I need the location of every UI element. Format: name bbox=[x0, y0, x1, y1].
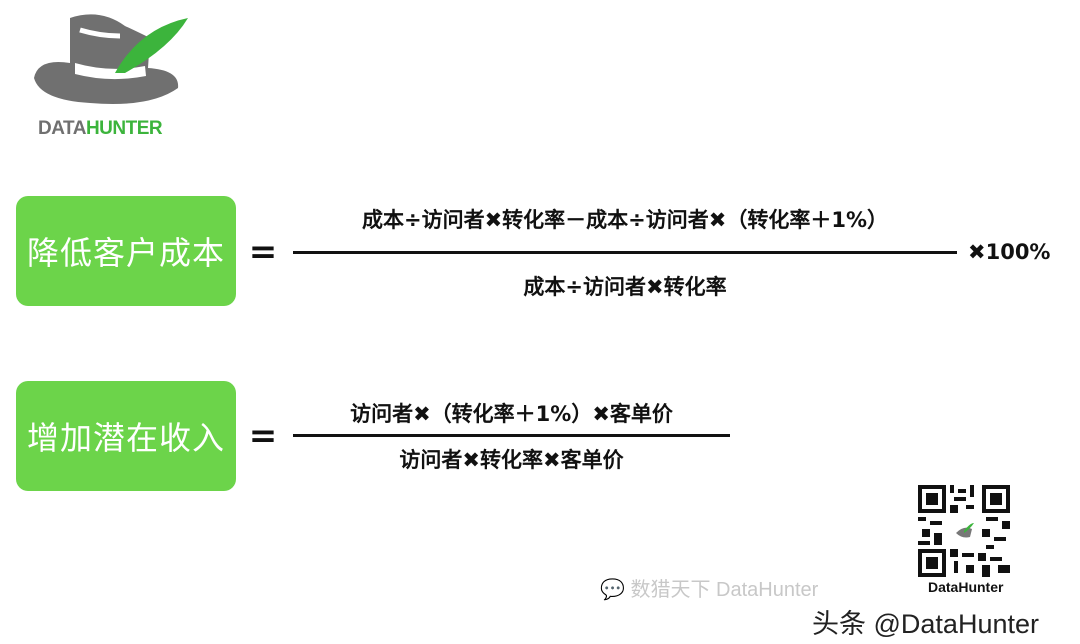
formula-2-label-box: 增加潜在收入 bbox=[16, 381, 236, 491]
formula-2-fraction-line bbox=[293, 434, 730, 437]
formula-1-fraction-line bbox=[293, 251, 957, 254]
formula-1-label-box: 降低客户成本 bbox=[16, 196, 236, 306]
wechat-watermark: 💬 数猎天下 DataHunter bbox=[600, 578, 818, 602]
logo-text-hunter: HUNTER bbox=[85, 118, 163, 139]
formula-2-numerator: 访问者✖（转化率＋1%）✖客单价 bbox=[350, 402, 673, 426]
wechat-icon: 💬 bbox=[600, 579, 625, 601]
formula-1-numerator: 成本÷访问者✖转化率－成本÷访问者✖（转化率＋1%） bbox=[361, 208, 889, 232]
formula-2-denominator: 访问者✖转化率✖客单价 bbox=[399, 448, 624, 472]
formula-2-equals: = bbox=[248, 416, 278, 456]
formula-1-denominator: 成本÷访问者✖转化率 bbox=[523, 275, 727, 299]
formula-1-suffix: ✖100% bbox=[968, 240, 1051, 264]
qr-caption: DataHunter bbox=[928, 579, 1004, 595]
hat-feather-icon bbox=[34, 14, 188, 104]
toutiao-watermark: 头条 @DataHunter bbox=[812, 609, 1039, 639]
wechat-watermark-text: 数猎天下 DataHunter bbox=[630, 579, 819, 601]
logo-text-data: DATA bbox=[38, 118, 86, 139]
qr-code-icon bbox=[918, 485, 1010, 577]
formula-1-equals: = bbox=[248, 232, 278, 272]
